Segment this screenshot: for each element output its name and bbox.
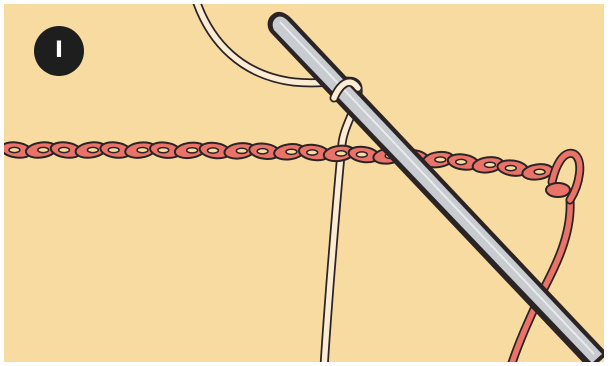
chain-stitch-gap: [207, 148, 218, 153]
chain-stitch-gap: [456, 159, 467, 164]
chain-stitch-gap: [38, 147, 49, 152]
chain-stitch-gap: [534, 169, 545, 174]
chain-stitch-gap: [108, 147, 119, 152]
chain-stitch-gap: [236, 148, 247, 153]
chain-stitch-gap: [356, 152, 367, 157]
step-number-badge: I: [34, 26, 84, 76]
chain-stitch-gap: [257, 149, 268, 154]
crochet-step-illustration: [4, 4, 604, 362]
chain-stitch-gap: [505, 165, 516, 170]
chain-stitch-gap: [336, 151, 347, 156]
chain-stitch-gap: [484, 162, 495, 167]
chain-stitch-gap: [9, 147, 20, 152]
chain-stitch-gap: [435, 157, 446, 162]
chain-stitch-gap: [158, 148, 169, 153]
chain-stitch-gap: [137, 147, 148, 152]
chain-stitch-gap: [286, 149, 297, 154]
chain-stitch-gap: [59, 147, 70, 152]
chain-stitch-gap: [307, 150, 318, 155]
illustration-panel: I: [4, 4, 604, 362]
chain-stitch-gap: [87, 147, 98, 152]
chain-stitch-gap: [187, 148, 198, 153]
